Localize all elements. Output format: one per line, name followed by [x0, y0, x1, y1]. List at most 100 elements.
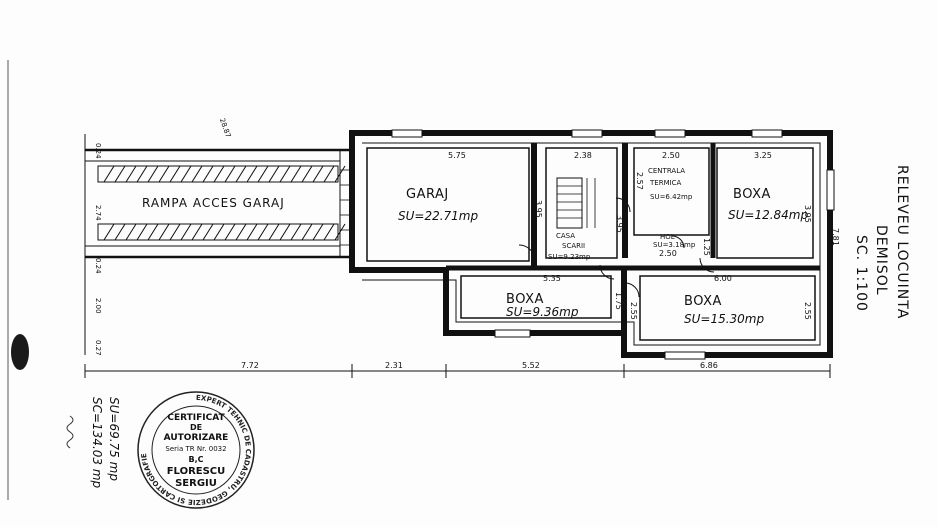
boxa-lower-right-room-name: BOXA — [684, 294, 722, 309]
hatch-stroke — [246, 165, 258, 183]
hatch-stroke — [268, 165, 280, 183]
hatch-stroke — [114, 165, 126, 183]
svg-text:1.25: 1.25 — [702, 238, 711, 256]
hol-area: SU=3.18mp — [653, 241, 696, 249]
hatch-stroke — [334, 165, 346, 183]
hatch-stroke — [180, 223, 192, 241]
svg-text:2.74: 2.74 — [94, 205, 102, 221]
hatch-stroke — [334, 223, 346, 241]
svg-text:3.95: 3.95 — [534, 200, 543, 218]
hatch-stroke — [224, 165, 236, 183]
hatch-stroke — [180, 165, 192, 183]
hatch-stroke — [191, 223, 203, 241]
total-sc: SC=134.03 mp — [90, 397, 104, 489]
svg-text:Seria TR Nr. 0032: Seria TR Nr. 0032 — [165, 445, 226, 453]
svg-text:0.24: 0.24 — [94, 258, 102, 274]
svg-text:2.50: 2.50 — [659, 249, 677, 258]
hatch-stroke — [301, 165, 313, 183]
hatch-stroke — [312, 165, 324, 183]
ramp-left-dimension-chain: 0.24 2.74 0.24 2.00 0.27 — [94, 143, 102, 356]
ramp-label: RAMPA ACCES GARAJ — [142, 196, 285, 210]
hol-room-name: HOL — [660, 233, 675, 241]
casa-area: SU=9.23mp — [548, 253, 591, 261]
total-su: SU=69.75 mp — [107, 397, 121, 481]
casa-room-name-2: SCARII — [562, 242, 585, 250]
svg-text:7.81: 7.81 — [831, 228, 840, 246]
hatch-stroke — [246, 223, 258, 241]
hatch-stroke — [279, 165, 291, 183]
hatch-stroke — [290, 165, 302, 183]
hatch-stroke — [202, 223, 214, 241]
hatch-stroke — [169, 165, 181, 183]
svg-text:B,C: B,C — [188, 455, 203, 464]
hatch-stroke — [213, 223, 225, 241]
centrala-area: SU=6.42mp — [650, 193, 693, 201]
hatch-stroke — [268, 223, 280, 241]
hatch-stroke — [290, 223, 302, 241]
hatch-stroke — [213, 165, 225, 183]
svg-text:2.38: 2.38 — [574, 151, 592, 160]
hatch-stroke — [136, 165, 148, 183]
garaj-room-name: GARAJ — [406, 187, 449, 202]
interior-dimensions: 5.75 2.38 2.50 3.25 3.95 3.95 2.57 3.95 … — [448, 151, 840, 320]
svg-text:0.24: 0.24 — [94, 143, 102, 159]
svg-text:3.25: 3.25 — [754, 151, 772, 160]
svg-text:FLORESCU: FLORESCU — [167, 466, 226, 477]
casa-room-name: CASA — [556, 232, 575, 240]
area-totals: SU=69.75 mp SC=134.03 mp — [90, 397, 121, 489]
door-swings — [518, 197, 715, 298]
certification-stamp: EXPERT TEHNIC DE CADASTRU, GEODEZIE SI C… — [137, 391, 255, 509]
bottom-dim-2: 2.31 — [385, 361, 403, 370]
svg-text:2.57: 2.57 — [635, 172, 644, 190]
svg-text:SERGIU: SERGIU — [175, 478, 217, 489]
svg-text:2.55: 2.55 — [803, 302, 812, 320]
svg-text:0.27: 0.27 — [94, 340, 102, 356]
svg-text:2.50: 2.50 — [662, 151, 680, 160]
svg-text:6.00: 6.00 — [714, 274, 732, 283]
hatch-stroke — [125, 165, 137, 183]
svg-text:5.75: 5.75 — [448, 151, 466, 160]
hatch-stroke — [323, 223, 335, 241]
svg-text:1.75: 1.75 — [614, 292, 623, 310]
bottom-dim-3: 5.52 — [522, 361, 540, 370]
hatch-stroke — [235, 223, 247, 241]
boxa-top-room-name: BOXA — [733, 187, 771, 202]
title-scale: SC. 1:100 — [853, 235, 869, 312]
boxa-lower-left-area: SU=9.36mp — [506, 305, 579, 319]
svg-text:3.95: 3.95 — [803, 205, 812, 223]
window-openings — [391, 129, 835, 360]
bottom-dimension-chain — [84, 364, 831, 378]
bottom-dim-4: 6.86 — [700, 361, 718, 370]
hatch-stroke — [279, 223, 291, 241]
svg-text:5.35: 5.35 — [543, 274, 561, 283]
svg-text:DE: DE — [190, 423, 202, 432]
hatch-stroke — [235, 165, 247, 183]
hatch-stroke — [224, 223, 236, 241]
hatch-stroke — [136, 223, 148, 241]
hatch-stroke — [103, 223, 115, 241]
binder-hole-mark — [11, 334, 29, 370]
hatch-stroke — [202, 165, 214, 183]
hatch-stroke — [114, 223, 126, 241]
garaj-area: SU=22.71mp — [398, 209, 478, 223]
signature-mark — [66, 415, 74, 449]
title-line-2: DEMISOL — [873, 225, 889, 296]
hatch-stroke — [147, 165, 159, 183]
hatch-stroke — [312, 223, 324, 241]
hatch-stroke — [191, 165, 203, 183]
boxa-lower-right-area: SU=15.30mp — [684, 312, 764, 326]
svg-text:2.55: 2.55 — [629, 302, 638, 320]
centrala-room-name: CENTRALA — [648, 167, 685, 175]
hatch-stroke — [158, 165, 170, 183]
hatch-stroke — [257, 223, 269, 241]
hatch-stroke — [323, 165, 335, 183]
boxa-top-area: SU=12.84mp — [728, 208, 808, 222]
svg-text:2.00: 2.00 — [94, 298, 102, 314]
svg-text:AUTORIZARE: AUTORIZARE — [164, 433, 229, 443]
centrala-room-name-2: TERMICA — [649, 179, 682, 187]
svg-text:CERTIFICAT: CERTIFICAT — [167, 413, 225, 423]
hatch-stroke — [301, 223, 313, 241]
hatch-stroke — [169, 223, 181, 241]
hatch-stroke — [158, 223, 170, 241]
